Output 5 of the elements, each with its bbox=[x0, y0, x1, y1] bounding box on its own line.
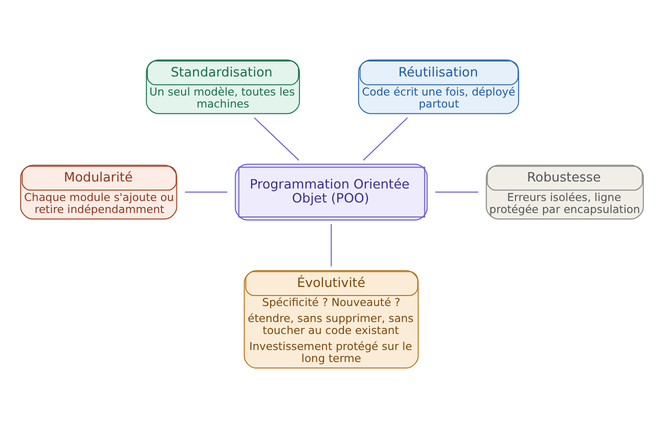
connector bbox=[434, 191, 479, 192]
connector bbox=[362, 116, 408, 160]
connector bbox=[254, 116, 300, 160]
connector bbox=[330, 223, 332, 266]
connector bbox=[184, 191, 228, 192]
